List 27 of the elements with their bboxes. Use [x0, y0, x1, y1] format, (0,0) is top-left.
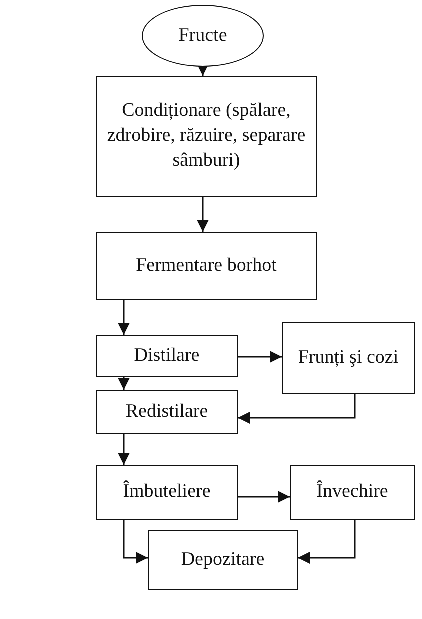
- step-label: Redistilare: [126, 400, 208, 424]
- arrow: [123, 520, 148, 564]
- process-box: [96, 465, 238, 520]
- process-box: [96, 76, 317, 197]
- arrow: [197, 197, 209, 232]
- arrow: [197, 64, 209, 76]
- step-label: Învechire: [316, 480, 388, 504]
- step-label: Fructe: [178, 24, 228, 48]
- step-label: Fermentare borhot: [136, 254, 277, 278]
- process-box: [96, 232, 317, 300]
- process-box: [282, 322, 415, 394]
- arrow: [118, 300, 130, 335]
- step-label: Îmbuteliere: [123, 480, 211, 504]
- arrow: [238, 394, 356, 424]
- process-box: [290, 465, 415, 520]
- step-label: Depozitare: [181, 548, 265, 572]
- arrow: [238, 491, 290, 503]
- process-box: [96, 390, 238, 434]
- arrow: [118, 377, 130, 390]
- arrow: [118, 434, 130, 465]
- step-label: Distilare: [134, 344, 200, 368]
- process-box: [148, 530, 298, 590]
- step-label: Frunți şi cozi: [298, 346, 399, 370]
- process-box: [96, 335, 238, 377]
- step-label: Condiționare (spălare, zdrobire, răzuire, separare sâmburi): [106, 99, 307, 173]
- arrow: [298, 520, 356, 564]
- arrow: [238, 351, 282, 363]
